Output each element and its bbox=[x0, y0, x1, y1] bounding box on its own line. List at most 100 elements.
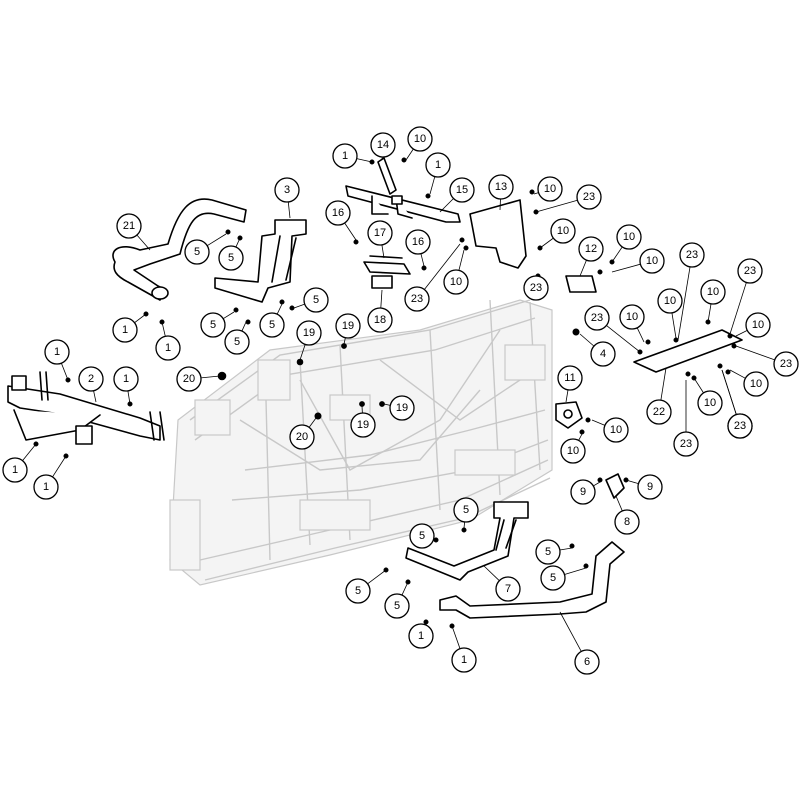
callout-1: 1 bbox=[2, 443, 37, 483]
leader-line bbox=[136, 234, 151, 251]
callout-23: 23 bbox=[584, 305, 641, 353]
callout-circle bbox=[453, 497, 479, 523]
front-bumper-part bbox=[7, 371, 165, 445]
callout-number: 2 bbox=[88, 373, 94, 385]
callout-6: 6 bbox=[559, 611, 600, 675]
callout-18: 18 bbox=[367, 289, 393, 333]
leader-line bbox=[564, 567, 587, 575]
leader-line bbox=[429, 176, 436, 195]
callout-number: 16 bbox=[412, 236, 424, 248]
rear-rack-support-part bbox=[405, 501, 529, 581]
callout-number: 19 bbox=[396, 402, 408, 414]
callout-1: 1 bbox=[112, 313, 147, 343]
bracket-11-part bbox=[555, 401, 583, 429]
callout-circle bbox=[200, 312, 226, 338]
leader-line bbox=[559, 611, 582, 652]
callout-number: 10 bbox=[557, 225, 569, 237]
callout-number: 14 bbox=[377, 139, 389, 151]
callout-number: 23 bbox=[591, 312, 603, 324]
callout-10: 10 bbox=[560, 433, 586, 464]
callout-number: 16 bbox=[332, 207, 344, 219]
callout-number: 12 bbox=[585, 243, 597, 255]
callout-1: 1 bbox=[408, 621, 434, 649]
callout-11: 11 bbox=[557, 365, 583, 403]
callout-circle bbox=[408, 623, 434, 649]
callout-circle bbox=[614, 509, 640, 535]
callout-number: 1 bbox=[122, 324, 128, 336]
leader-line bbox=[579, 333, 595, 347]
leader-line bbox=[463, 521, 466, 529]
callout-number: 4 bbox=[600, 348, 606, 360]
callout-circle bbox=[116, 213, 142, 239]
callout-circle bbox=[540, 565, 566, 591]
callout-number: 8 bbox=[624, 516, 630, 528]
rear-rack-tube-part bbox=[439, 541, 625, 619]
leader-line bbox=[615, 495, 623, 512]
leader-line bbox=[611, 246, 623, 263]
callout-circle bbox=[325, 200, 351, 226]
callout-16: 16 bbox=[325, 200, 357, 241]
callout-10: 10 bbox=[619, 304, 645, 343]
callout-circle bbox=[727, 413, 753, 439]
callout-number: 13 bbox=[495, 181, 507, 193]
plate-8-part bbox=[605, 473, 625, 499]
callout-number: 11 bbox=[564, 372, 575, 384]
callout-circle bbox=[574, 649, 600, 675]
callout-circle bbox=[590, 341, 616, 367]
leader-line bbox=[729, 282, 747, 335]
callout-number: 7 bbox=[505, 583, 511, 595]
leader-line bbox=[729, 369, 746, 379]
callout-2: 2 bbox=[78, 366, 104, 403]
leader-line bbox=[735, 330, 748, 337]
leader-line bbox=[356, 158, 373, 163]
callout-circle bbox=[700, 279, 726, 305]
callout-number: 5 bbox=[394, 600, 400, 612]
callout-number: 3 bbox=[284, 184, 290, 196]
callout-23: 23 bbox=[677, 242, 705, 341]
callout-15: 15 bbox=[439, 177, 475, 213]
callout-number: 1 bbox=[435, 159, 441, 171]
callout-circle bbox=[616, 224, 642, 250]
leader-line bbox=[206, 233, 227, 247]
callout-number: 10 bbox=[704, 397, 716, 409]
callout-5: 5 bbox=[409, 523, 437, 549]
leader-line bbox=[235, 237, 241, 248]
leader-line bbox=[380, 289, 383, 309]
leader-line bbox=[401, 581, 409, 596]
callout-circle bbox=[495, 576, 521, 602]
leader-line bbox=[420, 253, 425, 267]
callout-number: 23 bbox=[780, 358, 792, 370]
callout-number: 10 bbox=[626, 311, 638, 323]
callout-5: 5 bbox=[184, 233, 227, 265]
callout-number: 23 bbox=[411, 293, 423, 305]
callout-circle bbox=[737, 258, 763, 284]
leader-line bbox=[539, 237, 554, 249]
callout-17: 17 bbox=[367, 220, 393, 259]
callout-number: 19 bbox=[303, 327, 315, 339]
callout-10: 10 bbox=[735, 312, 771, 338]
callout-circle bbox=[224, 329, 250, 355]
callout-circle bbox=[409, 523, 435, 549]
callout-23: 23 bbox=[523, 275, 549, 301]
leader-line bbox=[671, 312, 677, 339]
callout-1: 1 bbox=[33, 455, 67, 500]
leader-line bbox=[606, 325, 641, 353]
callout-circle bbox=[639, 248, 665, 274]
callout-number: 10 bbox=[567, 445, 579, 457]
callout-circle bbox=[773, 351, 799, 377]
leader-line bbox=[287, 201, 291, 219]
callout-circle bbox=[350, 412, 376, 438]
leader-line bbox=[161, 321, 166, 337]
callout-circle bbox=[570, 479, 596, 505]
callout-circle bbox=[537, 176, 563, 202]
callout-circle bbox=[535, 539, 561, 565]
callout-1: 1 bbox=[155, 321, 181, 361]
leader-line bbox=[535, 199, 578, 213]
leader-line bbox=[276, 303, 283, 315]
leader-line bbox=[424, 243, 461, 290]
callout-number: 5 bbox=[550, 572, 556, 584]
callout-circle bbox=[743, 371, 769, 397]
callout-7: 7 bbox=[483, 565, 521, 602]
callout-number: 1 bbox=[123, 373, 129, 385]
